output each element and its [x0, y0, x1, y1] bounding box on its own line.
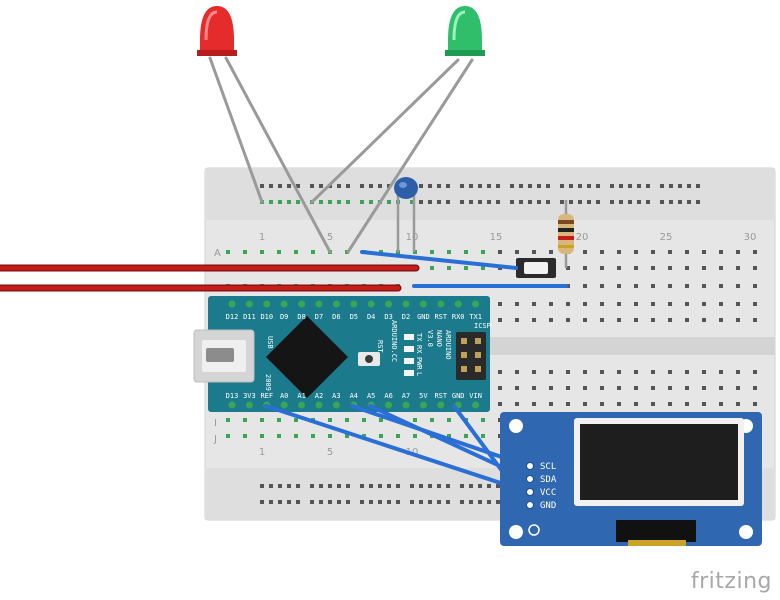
column-number: 25	[660, 232, 673, 243]
arduino-pin-label: D9	[280, 313, 288, 321]
arduino-pin-label: TX1	[469, 313, 482, 321]
push-button	[516, 258, 556, 278]
arduino-pin-label: A2	[315, 392, 323, 400]
led-label: L	[415, 372, 423, 376]
arduino-pin-label: GND	[417, 313, 430, 321]
oled-module: SCL SDA VCC GND	[500, 412, 762, 546]
arduino-pin-label: D8	[297, 313, 305, 321]
fritzing-brand: fritzing	[690, 569, 772, 594]
oled-logo-icon	[528, 524, 540, 536]
maker-label: ARDUINO.CC	[390, 320, 398, 362]
model-line1: ARDUINO	[444, 330, 452, 360]
arduino-top-pin-labels: D12 D11 D10 D9 D8 D7 D6 D5 D4 D3 D2 GND RST RX0 TX1	[226, 313, 482, 321]
arduino-pin-label: RX0	[452, 313, 465, 321]
column-number: 30	[744, 232, 757, 243]
arduino-pin-label: D11	[243, 313, 256, 321]
arduino-pin-label: D12	[226, 313, 239, 321]
arduino-pin-label: A7	[402, 392, 410, 400]
arduino-pin-label: 5V	[419, 392, 428, 400]
row-letter: A	[214, 248, 221, 259]
arduino-pin-label: A0	[280, 392, 288, 400]
icsp-label: ICSP	[474, 322, 491, 330]
arduino-pin-label: A5	[367, 392, 375, 400]
resistor	[558, 200, 574, 268]
arduino-pin-label: A4	[350, 392, 358, 400]
oled-pin-label: VCC	[540, 488, 556, 498]
arduino-pin-label: D2	[402, 313, 410, 321]
capacitor	[394, 177, 418, 252]
power-wires	[0, 264, 420, 292]
model-line3: V3.0	[426, 330, 434, 347]
oled-pin-label: GND	[540, 501, 556, 511]
arduino-pin-label: D4	[367, 313, 375, 321]
arduino-pin-label: A6	[384, 392, 392, 400]
arduino-nano: USB 2009 RST ARDUINO.CC ARDUINO NANO V3.…	[193, 296, 491, 412]
green-led	[445, 6, 485, 56]
arduino-pin-label: D10	[260, 313, 273, 321]
arduino-pin-label: A3	[332, 392, 340, 400]
arduino-pin-label: D5	[350, 313, 358, 321]
column-number: 20	[576, 232, 589, 243]
arduino-pin-label: D6	[332, 313, 340, 321]
arduino-pin-label: RST	[434, 313, 447, 321]
status-leds	[404, 334, 414, 376]
led-label: RX	[415, 345, 423, 354]
rst-label: RST	[376, 340, 384, 353]
arduino-pin-label: 3V3	[243, 392, 256, 400]
oled-pin-label: SDA	[540, 475, 557, 485]
led-label: PWR	[415, 357, 423, 370]
led-label: TX	[415, 333, 423, 342]
row-letter: I	[214, 418, 217, 429]
arduino-pin-label: D7	[315, 313, 323, 321]
arduino-pin-label: REF	[260, 392, 273, 400]
arduino-pin-label: A1	[297, 392, 305, 400]
arduino-pin-label: VIN	[469, 392, 482, 400]
arduino-pin-label: D13	[226, 392, 239, 400]
breadboard-labels: 1 5 10 15 20 25 30 A I J 1 5 10	[213, 232, 756, 458]
column-number: 5	[327, 232, 333, 243]
row-letter: J	[213, 434, 217, 445]
board-year: 2009	[264, 374, 272, 391]
column-number: 15	[490, 232, 503, 243]
led-legs	[208, 56, 474, 254]
oled-pin-label: SCL	[540, 462, 556, 472]
arduino-bottom-pin-labels: D13 3V3 REF A0 A1 A2 A3 A4 A5 A6 A7 5V RST GND VIN	[226, 392, 482, 400]
arduino-pin-label: GND	[452, 392, 465, 400]
column-number: 1	[259, 447, 265, 458]
red-led	[197, 6, 237, 56]
model-line2: NANO	[435, 330, 443, 347]
usb-label: USB	[266, 336, 274, 349]
column-number: 1	[259, 232, 265, 243]
arduino-pin-label: RST	[434, 392, 447, 400]
signal-wires-top	[360, 250, 568, 288]
column-number: 10	[406, 232, 419, 243]
arduino-pin-label: D3	[384, 313, 392, 321]
column-number: 5	[327, 447, 333, 458]
